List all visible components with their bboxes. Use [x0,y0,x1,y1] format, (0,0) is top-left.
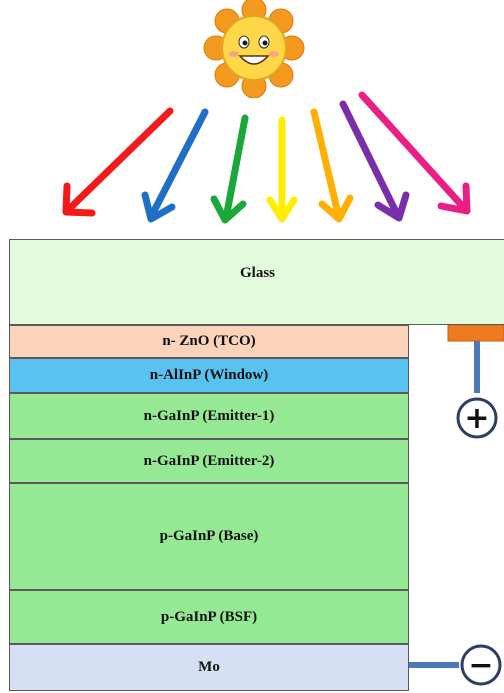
back-contact-label: Mo [198,659,220,675]
positive-terminal-sign: + [464,401,489,436]
front-contact-tab [447,325,504,342]
base-label: p-GaInP (Base) [159,528,259,544]
glass-layer: Glass [9,239,504,325]
back-contact-terminal: − [409,644,502,686]
ray-orange-arrow [310,108,354,223]
front-contact-wire [474,341,480,393]
emitter-1-layer: n-GaInP (Emitter-1) [9,393,409,439]
sun-icon [203,0,305,98]
back-contact-layer: Mo [9,644,409,691]
emitter-2-layer: n-GaInP (Emitter-2) [9,439,409,483]
front-contact-terminal: + [447,325,504,439]
ray-magenta-arrow [358,91,471,215]
negative-terminal-sign: − [468,648,493,683]
ray-green-arrow [210,114,249,224]
emitter-2-label: n-GaInP (Emitter-2) [143,452,275,469]
base-layer: p-GaInP (Base) [9,483,409,590]
ray-blue-arrow [141,108,209,223]
light-rays [62,91,471,224]
tco-label: n- ZnO (TCO) [162,333,256,349]
window-label: n-AlInP (Window) [149,367,269,383]
positive-terminal-circle [456,397,498,439]
back-contact-wire [409,662,459,668]
window-layer: n-AlInP (Window) [9,358,409,393]
emitter-1-label: n-GaInP (Emitter-1) [143,407,275,424]
negative-terminal-circle [460,644,502,686]
tco-layer: n- ZnO (TCO) [9,325,409,358]
ray-red-arrow [62,107,174,217]
ray-yellow-arrow [266,116,298,223]
glass-label: Glass [239,264,275,281]
bsf-layer: p-GaInP (BSF) [9,590,409,644]
ray-purple-arrow [339,100,410,222]
bsf-label: p-GaInP (BSF) [160,608,258,625]
